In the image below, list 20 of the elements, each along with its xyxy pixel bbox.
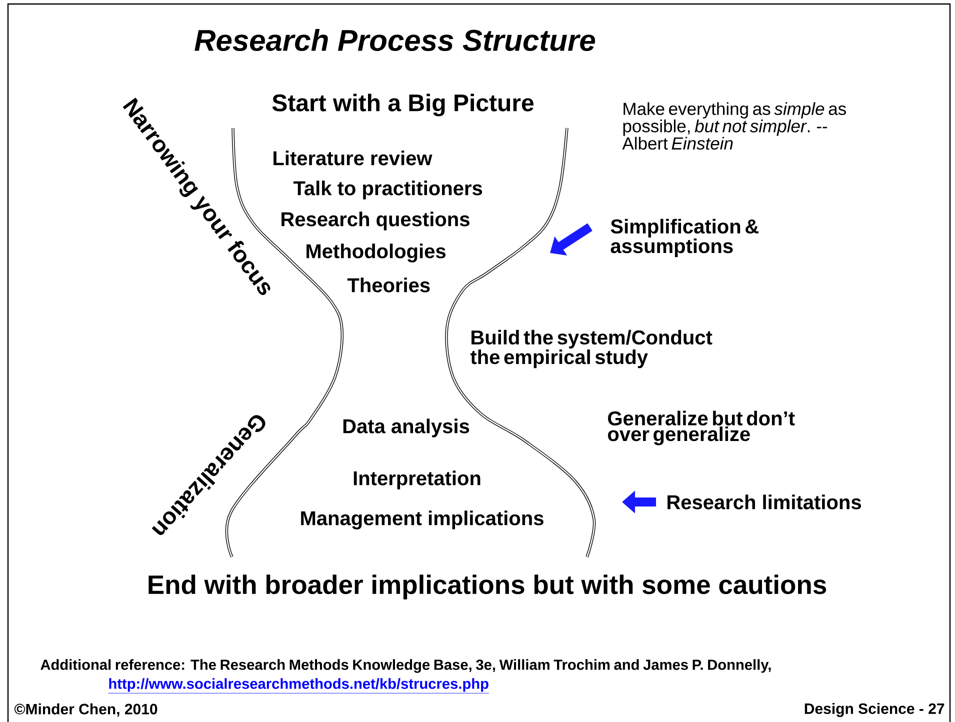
copyright-text: ©Minder Chen, 2010 [14,703,158,717]
page-number-text: Design Science - 27 [804,702,944,718]
step-text: Research questions [282,212,470,230]
heading-text: Start with a Big Picture [272,94,534,116]
note-text: Generalize but don’t over generalize [608,410,795,446]
step-text: Literature review [274,150,432,166]
title: Research Process Structure [194,28,596,52]
quote-text: Make everything as simple as possible, but not simpler. -- Albert Einstein [622,102,846,150]
step-text: Methodologies [306,244,446,262]
step-text: Interpretation [354,470,480,490]
step-text: Data analysis [343,418,470,438]
step-text: Talk to practitioners [293,180,482,200]
callout-text: Simplification & assumptions [610,218,758,258]
link-text: http://www.socialresearchmethods.net/kb/strucres.php [108,678,490,694]
step-text: Theories [347,278,430,292]
heading-text: End with broader implications but with some cautions [148,574,826,600]
reference-text: Additional reference: The Research Methods Knowledge Base, 3e, William Trochim and James P. Donnelly, [40,659,771,673]
callout-text: Research limitations [668,494,861,510]
step-text: Management implications [301,510,544,530]
step-text: Build the system/Conduct the empirical study [470,330,712,368]
